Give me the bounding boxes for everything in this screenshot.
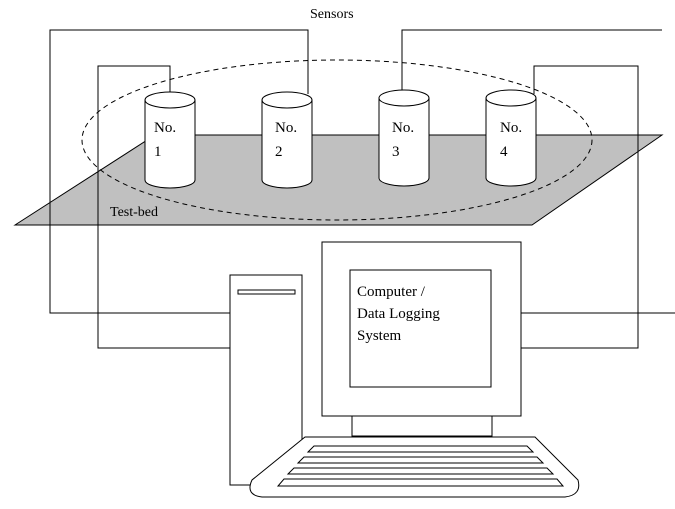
keyboard-row-4 xyxy=(276,478,565,487)
monitor-screen xyxy=(349,269,492,388)
screen-line-3: System xyxy=(357,328,402,344)
testbed-label: Test-bed xyxy=(110,205,158,220)
tower-drive-slot xyxy=(237,289,296,295)
keyboard-row-1 xyxy=(306,445,535,453)
sensor-3-line2: 3 xyxy=(392,144,400,160)
sensor-1-line2: 1 xyxy=(154,144,162,160)
sensor-1: No. 1 xyxy=(144,91,196,189)
sensor-1-line1: No. xyxy=(154,120,176,136)
monitor: Computer / Data Logging System xyxy=(321,241,522,437)
sensors-label: Sensors xyxy=(310,7,354,22)
sensor-3-line1: No. xyxy=(392,120,414,136)
sensor-2-top xyxy=(261,91,313,109)
sensor-4-body xyxy=(485,98,537,187)
sensor-2-body xyxy=(261,100,313,189)
sensor-3-top xyxy=(378,89,430,107)
wire-sensor-4 xyxy=(521,65,639,349)
sensor-2: No. 2 xyxy=(261,91,313,189)
wire-sensor-1 xyxy=(97,65,230,349)
sensor-4-line2: 4 xyxy=(500,144,508,160)
keyboard xyxy=(249,436,580,498)
screen-line-1: Computer / xyxy=(357,284,426,300)
keyboard-row-2 xyxy=(296,456,545,464)
sensor-3-body xyxy=(378,98,430,187)
screen-line-2: Data Logging xyxy=(357,306,440,322)
sensor-2-line1: No. xyxy=(275,120,297,136)
wire-sensor-2 xyxy=(49,29,309,314)
sensor-4-line1: No. xyxy=(500,120,522,136)
sensor-2-line2: 2 xyxy=(275,144,283,160)
sensor-3: No. 3 xyxy=(378,89,430,187)
sensor-wires xyxy=(49,29,675,349)
sensor-1-body xyxy=(144,100,196,189)
sensor-group-outline xyxy=(81,59,593,221)
sensor-1-top xyxy=(144,91,196,109)
sensor-4: No. 4 xyxy=(485,89,537,187)
keyboard-row-3 xyxy=(286,467,555,475)
sensor-4-top xyxy=(485,89,537,107)
wire-sensor-3 xyxy=(401,29,662,92)
monitor-neck xyxy=(351,415,493,437)
